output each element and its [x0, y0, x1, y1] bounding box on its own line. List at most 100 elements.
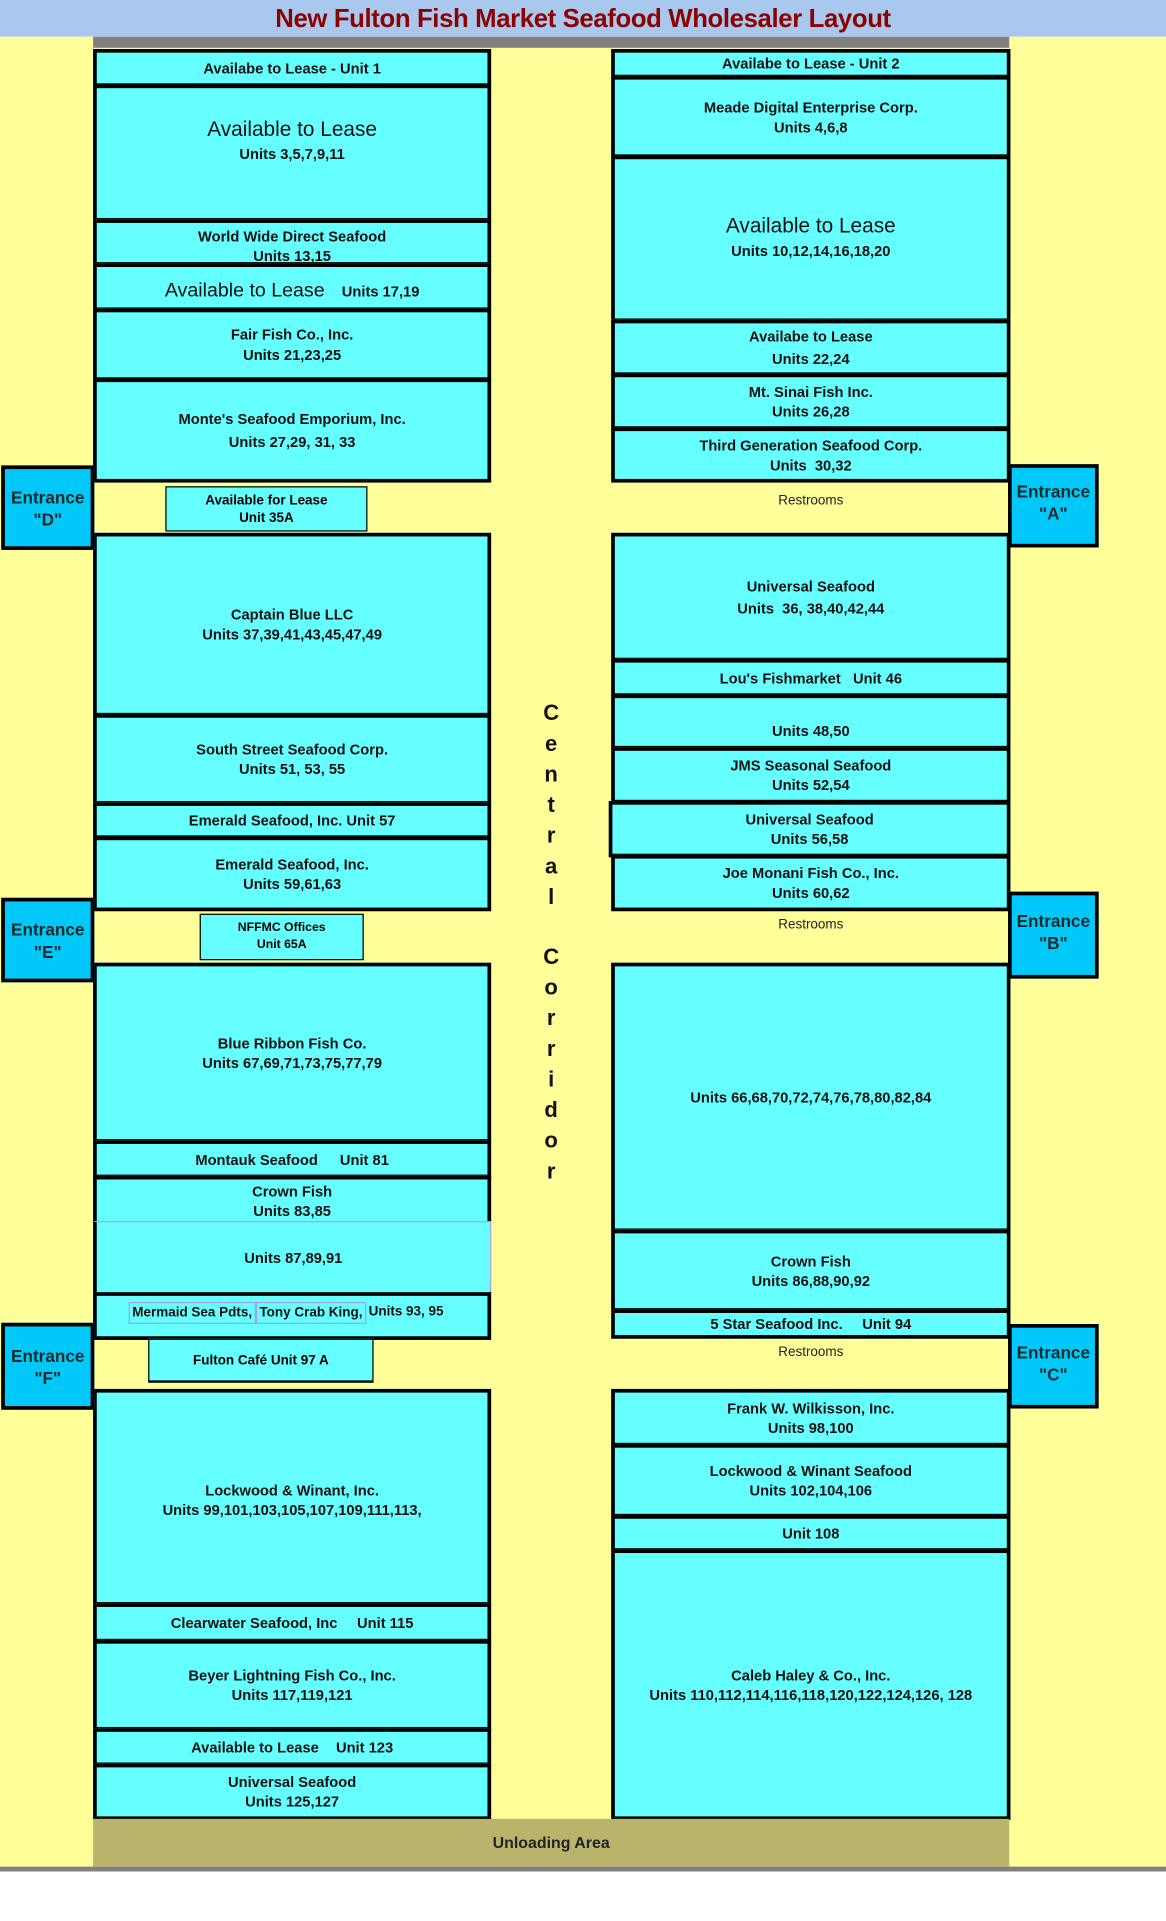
unit-numbers: Units 117,119,121	[231, 1686, 353, 1704]
entrance-f[interactable]: Entrance"F"	[1, 1322, 95, 1410]
units-87-91[interactable]: Units 87,89,91	[93, 1221, 492, 1294]
unit-name: Lockwood & Winant Seafood	[709, 1462, 912, 1480]
joe-monani-fish-co[interactable]: Joe Monani Fish Co., Inc.Units 60,62	[611, 854, 1011, 912]
unit-numbers: Units 93, 95	[368, 1304, 444, 1320]
tony-crab-king[interactable]: Tony Crab King,	[255, 1301, 367, 1325]
corridor-letter: a	[545, 853, 558, 879]
unit-numbers: Units 87,89,91	[244, 1248, 343, 1266]
fulton-cafe[interactable]: Fulton Café Unit 97 A	[148, 1338, 374, 1383]
montes-seafood-emporium[interactable]: Monte's Seafood Emporium, Inc.Units 27,2…	[93, 378, 492, 483]
entrance-label: Entrance	[1016, 910, 1091, 931]
unit-name: Lockwood & Winant, Inc.	[205, 1482, 379, 1500]
unit-numbers: Units 98,100	[767, 1418, 854, 1437]
corridor-letter: d	[544, 1097, 558, 1122]
unit-name: JMS Seasonal Seafood	[730, 756, 892, 775]
entrance-label: Entrance	[11, 1345, 85, 1366]
caleb-haley-co[interactable]: Caleb Haley & Co., Inc.Units 110,112,114…	[611, 1549, 1011, 1821]
entrance-b[interactable]: Entrance"B"	[1008, 891, 1099, 979]
unit-numbers: Units 21,23,25	[243, 346, 342, 364]
unit-name: Blue Ribbon Fish Co.	[217, 1034, 367, 1052]
unit-name: Meade Digital Enterprise Corp.	[703, 98, 918, 116]
unit-numbers: Units 26,28	[772, 402, 850, 421]
units-93-95[interactable]: Mermaid Sea Pdts,Tony Crab King,Units 93…	[93, 1292, 492, 1340]
units-48-50[interactable]: Units 48,50	[611, 694, 1011, 750]
restrooms-a: Restrooms	[778, 493, 844, 509]
units-66-84[interactable]: Units 66,68,70,72,74,76,78,80,82,84	[611, 962, 1011, 1233]
unit-name: Available to Lease	[207, 117, 378, 141]
lous-fishmarket[interactable]: Lou's Fishmarket Unit 46	[611, 658, 1011, 697]
unit-numbers: Units 3,5,7,9,11	[239, 145, 345, 163]
unit-name: Availabe to Lease	[749, 328, 873, 346]
third-generation-seafood[interactable]: Third Generation Seafood Corp.Units 30,3…	[611, 427, 1011, 483]
unit-numbers: Units 52,54	[772, 776, 850, 794]
unit-name: Available to Lease	[164, 279, 325, 301]
unit-name: Availabe to Lease - Unit 1	[203, 60, 381, 78]
emerald-seafood-57[interactable]: Emerald Seafood, Inc. Unit 57	[93, 802, 492, 839]
entrance-d[interactable]: Entrance"D"	[1, 465, 95, 550]
5-star-seafood[interactable]: 5 Star Seafood Inc.Unit 94	[611, 1309, 1011, 1339]
mermaid-sea-pdts[interactable]: Mermaid Sea Pdts,	[128, 1301, 256, 1325]
unit-numbers: Unit 35A	[239, 510, 294, 525]
unit-2[interactable]: Availabe to Lease - Unit 2	[611, 48, 1011, 79]
unit-name: Clearwater Seafood, Inc	[170, 1614, 338, 1632]
unit-numbers: Unit 46	[852, 669, 903, 687]
unit-name: Universal Seafood	[746, 577, 875, 595]
unit-name: Caleb Haley & Co., Inc.	[731, 1666, 891, 1684]
unit-numbers: Units 66,68,70,72,74,76,78,80,82,84	[690, 1088, 932, 1106]
corridor-letter: o	[544, 1128, 558, 1153]
frank-w-wilkisson[interactable]: Frank W. Wilkisson, Inc.Units 98,100	[611, 1388, 1011, 1447]
entrance-a[interactable]: Entrance"A"	[1008, 464, 1099, 548]
unit-name: Mt. Sinai Fish Inc.	[748, 383, 873, 401]
entrance-c[interactable]: Entrance"C"	[1008, 1324, 1099, 1409]
lockwood-winant-inc[interactable]: Lockwood & Winant, Inc.Units 99,101,103,…	[93, 1388, 492, 1606]
unit-numbers: Units 13,15	[253, 247, 331, 265]
meade-digital-enterprise[interactable]: Meade Digital Enterprise Corp.Units 4,6,…	[611, 75, 1011, 158]
beyer-lightning-fish[interactable]: Beyer Lightning Fish Co., Inc.Units 117,…	[93, 1640, 492, 1731]
unit-name: Availabe to Lease - Unit 2	[722, 55, 900, 73]
entrance-e[interactable]: Entrance"E"	[1, 897, 95, 983]
unloading-label: Unloading Area	[492, 1833, 610, 1852]
unit-numbers: Units 36, 38,40,42,44	[737, 599, 885, 617]
unit-numbers: Units 125,127	[245, 1793, 340, 1811]
corridor-letter: C	[543, 700, 560, 726]
south-street-seafood[interactable]: South Street Seafood Corp.Units 51, 53, …	[93, 714, 492, 805]
unit-numbers: Units 56,58	[770, 830, 849, 848]
blue-ribbon-fish-co[interactable]: Blue Ribbon Fish Co.Units 67,69,71,73,75…	[93, 962, 492, 1143]
unit-name: Universal Seafood	[745, 810, 874, 828]
unit-name: Fair Fish Co., Inc.	[230, 325, 354, 343]
unit-numbers: Units 110,112,114,116,118,120,122,124,12…	[649, 1685, 973, 1704]
unit-numbers: Units 22,24	[772, 350, 850, 368]
unit-name: South Street Seafood Corp.	[196, 741, 389, 759]
fair-fish-co[interactable]: Fair Fish Co., Inc. Units 21,23,25	[93, 308, 492, 381]
mt-sinai-fish[interactable]: Mt. Sinai Fish Inc.Units 26,28	[611, 373, 1011, 430]
restrooms-c: Restrooms	[778, 1344, 844, 1360]
unit-numbers: Unit 65A	[256, 938, 307, 952]
unit-108[interactable]: Unit 108	[611, 1515, 1011, 1552]
entrance-id: "A"	[1038, 503, 1068, 523]
unit-name: Frank W. Wilkisson, Inc.	[727, 1399, 895, 1417]
unloading-area: Unloading Area	[93, 1818, 1010, 1867]
unit-name: Lou's Fishmarket	[719, 669, 841, 687]
emerald-seafood-59-63[interactable]: Emerald Seafood, Inc.Units 59,61,63	[93, 836, 492, 912]
unit-name: Joe Monani Fish Co., Inc.	[722, 864, 900, 882]
unit-1[interactable]: Availabe to Lease - Unit 1	[93, 48, 492, 87]
